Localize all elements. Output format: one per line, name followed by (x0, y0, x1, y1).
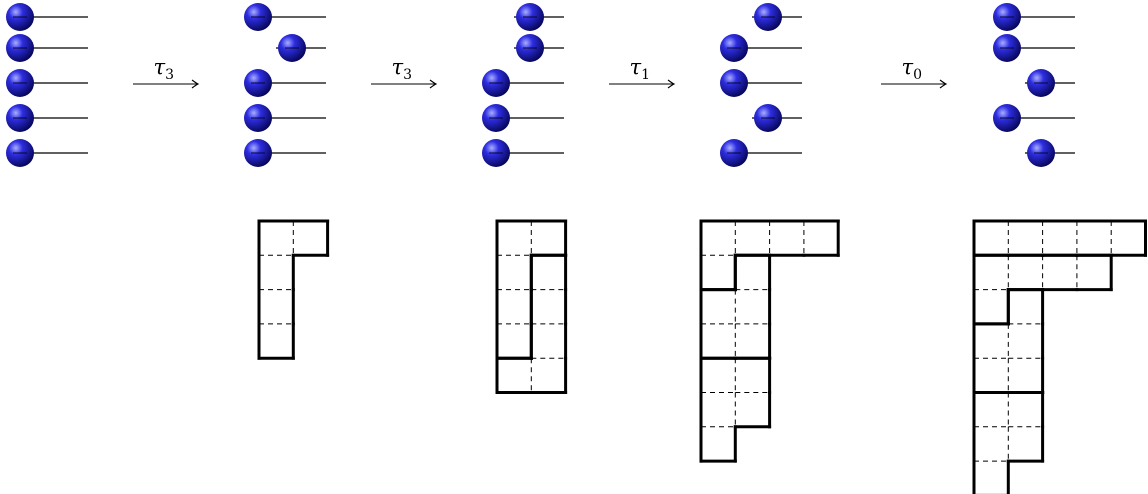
operator-label: τ1 (630, 55, 651, 83)
bead-row (244, 3, 326, 31)
arrow-head (191, 79, 200, 89)
bead-state (720, 3, 802, 167)
bead-row (752, 104, 802, 132)
arrow-head (667, 79, 676, 89)
bead-row (482, 104, 564, 132)
operator-symbol: τ (902, 55, 914, 79)
operator-symbol: τ (392, 55, 404, 79)
tableau (699, 219, 840, 463)
bead-row (993, 3, 1075, 31)
bead-row (244, 69, 326, 97)
tableaux (257, 219, 1147, 494)
bead-row (6, 69, 88, 97)
operator-label: τ0 (902, 55, 923, 83)
bead-row (720, 69, 802, 97)
arrow-head (429, 79, 438, 89)
bead-row (1025, 69, 1075, 97)
bead-row (993, 34, 1075, 62)
bead-row (244, 104, 326, 132)
operator-index: 3 (403, 67, 412, 83)
bead-row (6, 139, 88, 167)
arrow-head (939, 79, 948, 89)
tableau (257, 219, 330, 360)
bead-row (993, 104, 1075, 132)
operator-arrow: τ3 (133, 55, 200, 89)
bead-states (6, 3, 1075, 167)
bead-state (993, 3, 1075, 167)
operator-index: 1 (641, 67, 650, 83)
operator-arrow: τ3 (371, 55, 438, 89)
bead-row (6, 3, 88, 31)
bead-state (482, 3, 564, 167)
operator-arrow: τ0 (881, 55, 948, 89)
operator-symbol: τ (154, 55, 166, 79)
operator-label: τ3 (392, 55, 413, 83)
tableau (495, 219, 568, 394)
operator-symbol: τ (630, 55, 642, 79)
operator-index: 0 (913, 67, 922, 83)
bead-row (514, 34, 564, 62)
bead-row (752, 3, 802, 31)
bead-row (244, 139, 326, 167)
bead-row (6, 34, 88, 62)
bead-row (1025, 139, 1075, 167)
bead-state (6, 3, 88, 167)
bead-row (720, 34, 802, 62)
operator-arrow: τ1 (609, 55, 676, 89)
bead-row (482, 69, 564, 97)
operator-index: 3 (165, 67, 174, 83)
bead-row (482, 139, 564, 167)
bead-state (244, 3, 326, 167)
bead-row (720, 139, 802, 167)
bead-row (276, 34, 326, 62)
bead-row (514, 3, 564, 31)
tableau (972, 219, 1147, 494)
operator-label: τ3 (154, 55, 175, 83)
bead-row (6, 104, 88, 132)
